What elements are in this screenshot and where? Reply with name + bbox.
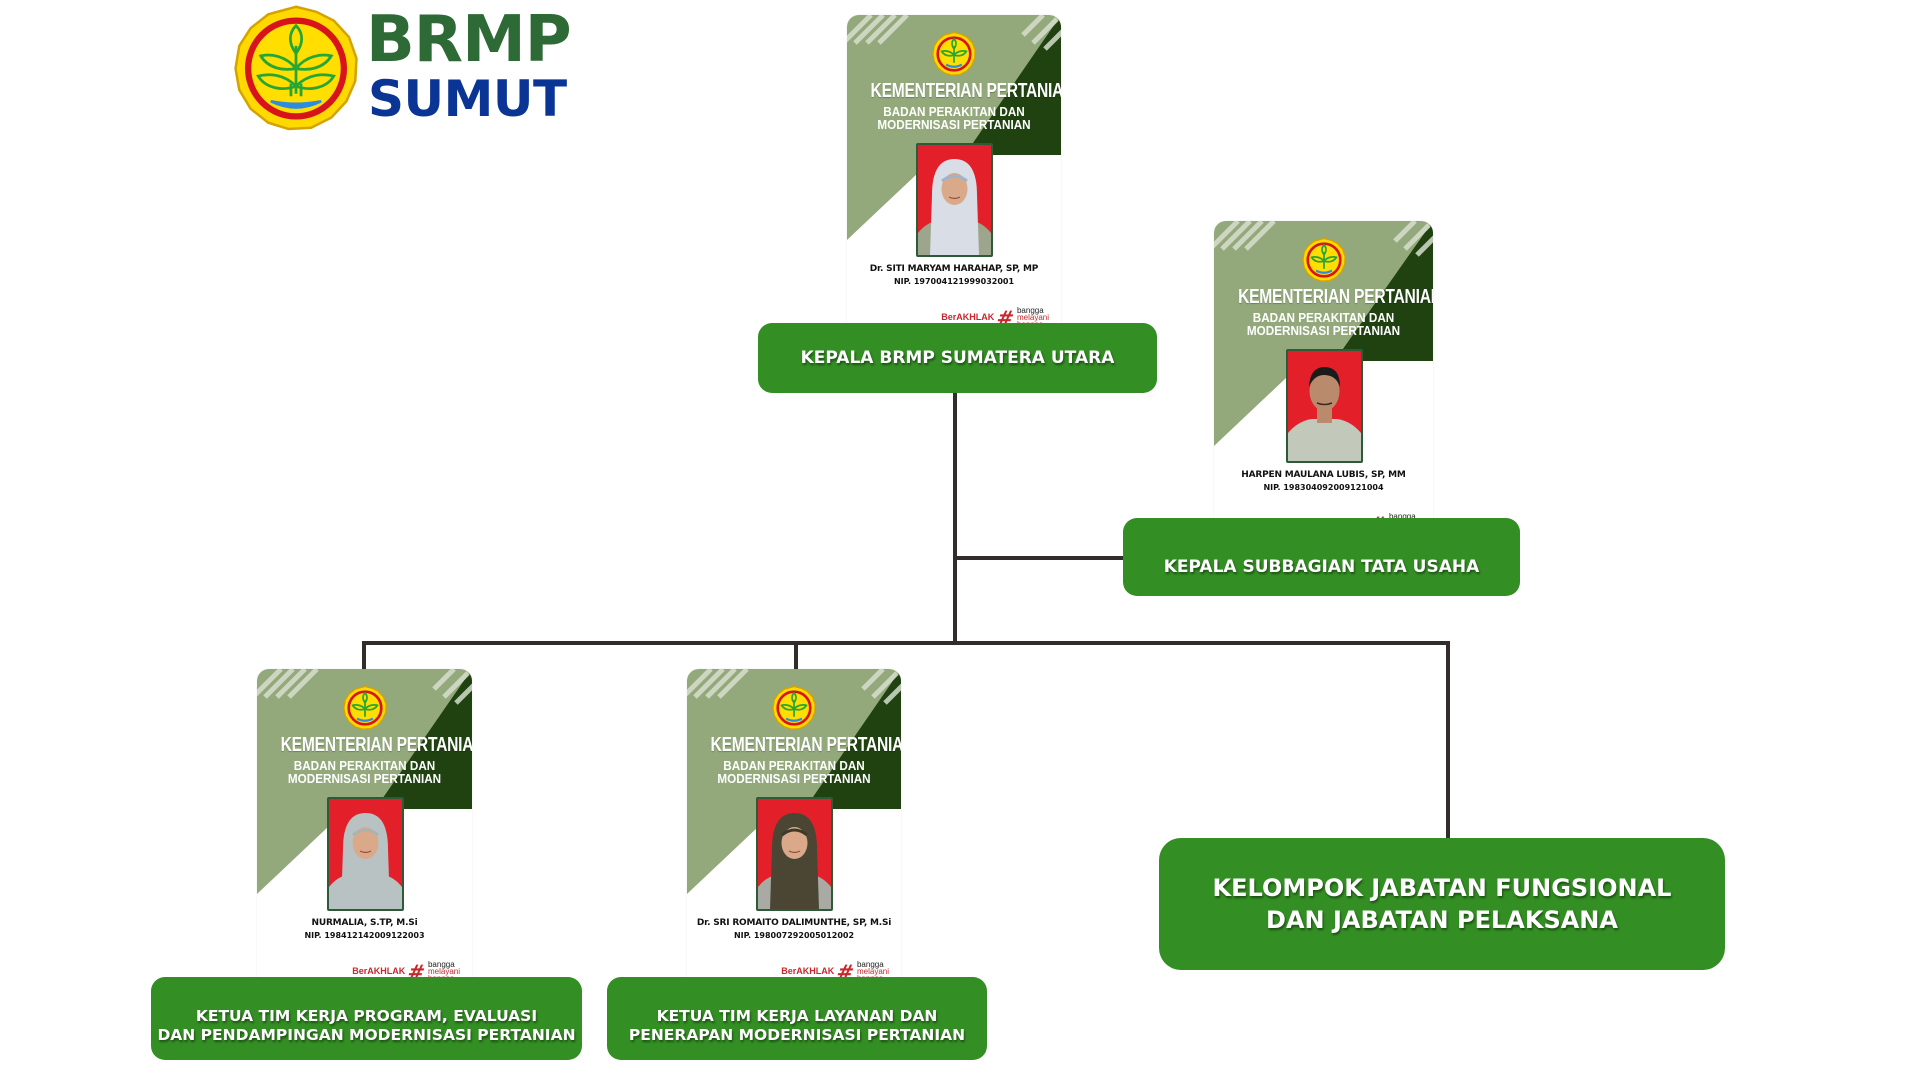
agency-line-2: MODERNISASI PERTANIAN — [717, 771, 871, 786]
role-label: KEPALA SUBBAGIAN TATA USAHA — [1163, 556, 1480, 577]
agency-title: BADAN PERAKITAN DAN MODERNISASI PERTANIA… — [858, 105, 1051, 131]
role-label: KEPALA BRMP SUMATERA UTARA — [800, 347, 1115, 368]
connector-branch-admin — [953, 556, 1125, 560]
kementan-emblem-icon — [932, 32, 976, 76]
agency-line-2: MODERNISASI PERTANIAN — [1246, 323, 1401, 338]
berakhlak-logo: BerAKHLAK — [941, 312, 995, 326]
badge-line-2: melayani — [427, 967, 460, 976]
badge-line-2: melayani — [1016, 313, 1049, 322]
ministry-title: KEMENTERIAN PERTANIAN — [1238, 286, 1433, 308]
person-name: HARPEN MAULANA LUBIS, SP, MM — [1241, 470, 1406, 480]
card-header-background — [847, 15, 1061, 240]
agency-line-1: BADAN PERAKITAN DAN — [883, 104, 1025, 119]
connector-horizontal-bar — [362, 641, 1450, 645]
person-name: Dr. SITI MARYAM HARAHAP, SP, MP — [869, 264, 1039, 274]
person-name: NURMALIA, S.TP, M.Si — [311, 918, 418, 928]
agency-line-1: BADAN PERAKITAN DAN — [293, 758, 436, 773]
badge-line-2: melayani — [856, 967, 889, 976]
person-nip: NIP. 198304092009121004 — [1263, 483, 1384, 492]
id-card-head: KEMENTERIAN PERTANIAN BADAN PERAKITAN DA… — [847, 15, 1061, 343]
role-box-program[interactable]: KETUA TIM KERJA PROGRAM, EVALUASI DAN PE… — [151, 977, 582, 1060]
kementan-emblem-icon — [234, 5, 358, 131]
badge-line-1: bangga — [856, 960, 884, 969]
id-card-admin: KEMENTERIAN PERTANIAN BADAN PERAKITAN DA… — [1214, 221, 1433, 550]
ministry-title: KEMENTERIAN PERTANIAN — [280, 734, 472, 756]
ministry-title: KEMENTERIAN PERTANIAN — [870, 80, 1061, 102]
person-nip: NIP. 198412142009122003 — [304, 931, 425, 940]
badge-line-1: bangga — [427, 960, 455, 969]
person-nip: NIP. 197004121999032001 — [893, 277, 1015, 286]
agency-line-1: BADAN PERAKITAN DAN — [723, 758, 865, 773]
kementan-emblem-icon — [342, 686, 387, 730]
brand-name: BRMP — [366, 3, 572, 77]
role-box-head[interactable]: KEPALA BRMP SUMATERA UTARA — [758, 323, 1157, 393]
connector-drop-functional — [1446, 641, 1450, 840]
card-header-background — [257, 669, 472, 894]
connector-drop-service — [794, 641, 798, 671]
connector-drop-program — [362, 641, 366, 671]
id-card-program: KEMENTERIAN PERTANIAN BADAN PERAKITAN DA… — [257, 669, 472, 999]
agency-title: BADAN PERAKITAN DAN MODERNISASI PERTANIA… — [268, 759, 462, 785]
person-name: Dr. SRI ROMAITO DALIMUNTHE, SP, M.Si — [696, 918, 892, 928]
person-photo — [1285, 349, 1363, 463]
agency-line-1: BADAN PERAKITAN DAN — [1252, 310, 1395, 325]
berakhlak-logo: BerAKHLAK — [781, 966, 835, 980]
person-nip: NIP. 198007292005012002 — [733, 931, 855, 940]
agency-line-2: MODERNISASI PERTANIAN — [877, 117, 1031, 132]
card-header-background — [687, 669, 901, 894]
kementan-emblem-icon — [1301, 238, 1346, 282]
badge-line-1: bangga — [1016, 306, 1044, 315]
badge-line-1: bangga — [1388, 512, 1416, 521]
agency-title: BADAN PERAKITAN DAN MODERNISASI PERTANIA… — [1225, 311, 1422, 337]
role-box-functional[interactable]: KELOMPOK JABATAN FUNGSIONAL DAN JABATAN … — [1159, 838, 1725, 970]
ministry-title: KEMENTERIAN PERTANIAN — [710, 734, 901, 756]
agency-title: BADAN PERAKITAN DAN MODERNISASI PERTANIA… — [698, 759, 891, 785]
person-photo — [756, 797, 833, 911]
person-photo — [916, 143, 993, 257]
connector-trunk — [953, 392, 957, 645]
brand-region: SUMUT — [368, 70, 567, 128]
role-label: KETUA TIM KERJA LAYANAN DAN PENERAPAN MO… — [628, 1006, 966, 1044]
kementan-emblem-icon — [772, 686, 816, 730]
role-box-admin[interactable]: KEPALA SUBBAGIAN TATA USAHA — [1123, 518, 1520, 596]
agency-line-2: MODERNISASI PERTANIAN — [287, 771, 442, 786]
berakhlak-logo: BerAKHLAK — [352, 966, 406, 980]
id-card-service: KEMENTERIAN PERTANIAN BADAN PERAKITAN DA… — [687, 669, 901, 999]
role-label: KETUA TIM KERJA PROGRAM, EVALUASI DAN PE… — [157, 1006, 576, 1044]
person-photo — [326, 797, 404, 911]
role-label: KELOMPOK JABATAN FUNGSIONAL DAN JABATAN … — [1212, 873, 1672, 934]
card-header-background — [1214, 221, 1433, 446]
role-box-service[interactable]: KETUA TIM KERJA LAYANAN DAN PENERAPAN MO… — [607, 977, 987, 1060]
